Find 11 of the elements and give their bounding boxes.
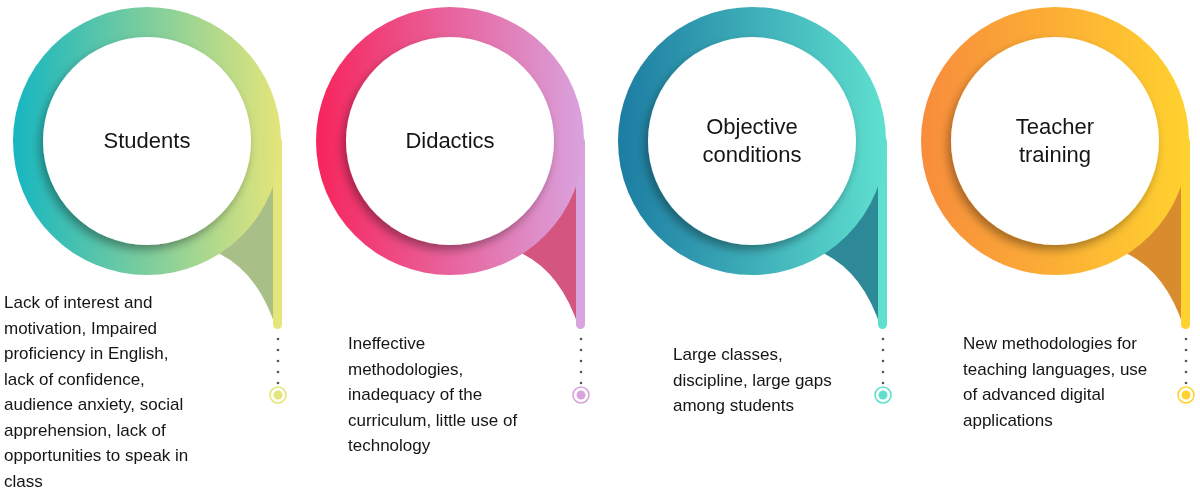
ring-callout bbox=[618, 7, 888, 330]
category-heading: Students bbox=[103, 127, 191, 155]
ring-callout bbox=[316, 7, 586, 330]
category-heading: Objective conditions bbox=[701, 113, 803, 169]
description-text: New methodologies for teaching languages, use of advanced digital applications bbox=[963, 333, 1149, 432]
category-heading: Didactics bbox=[405, 127, 495, 155]
ring-callout bbox=[921, 7, 1191, 330]
description-text: Ineffective methodologies, inadequacy of the curriculum, little use of technology bbox=[348, 333, 519, 457]
description-text: Lack of interest and motivation, Impaired proficiency in English, lack of confidence, audience anxiety, social apprehension, lack of opportunities to speak in class bbox=[4, 292, 190, 493]
category-heading: Teacher training bbox=[1014, 113, 1096, 169]
description-text: Large classes, discipline, large gaps among students bbox=[673, 344, 833, 417]
